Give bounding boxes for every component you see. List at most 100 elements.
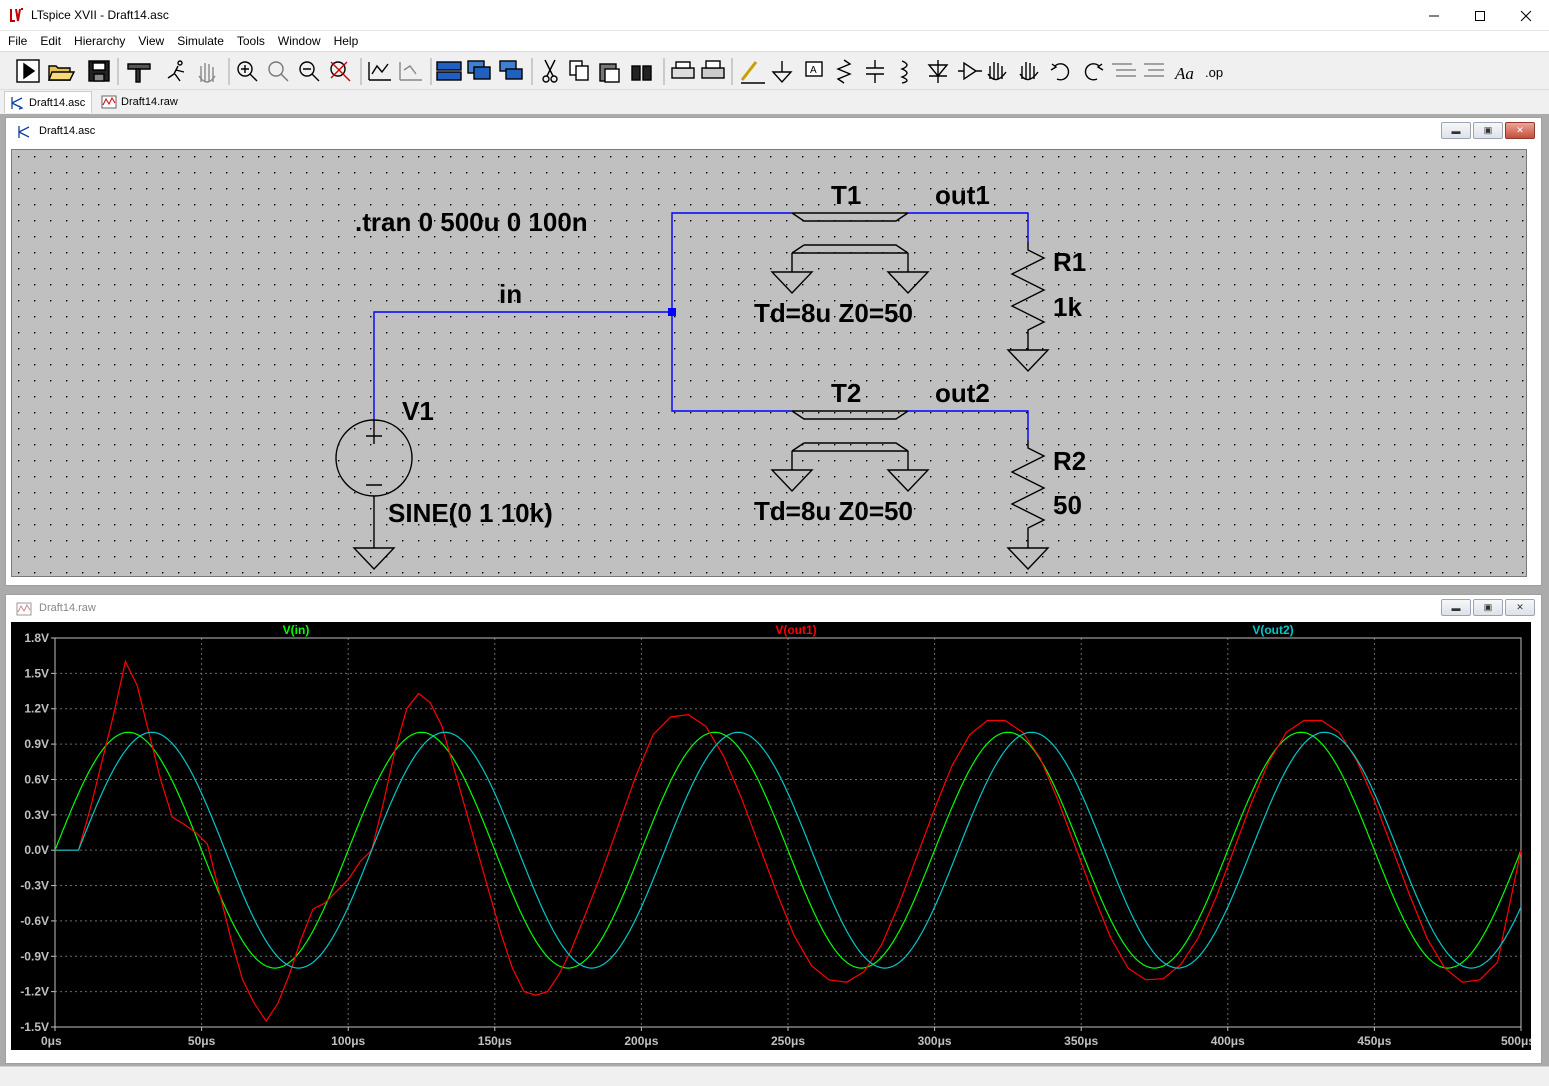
schematic-close-button[interactable]: ✕ — [1505, 122, 1535, 139]
menu-file[interactable]: File — [8, 34, 28, 48]
resistor-r1[interactable] — [1006, 242, 1050, 373]
waveform-file-icon — [101, 95, 117, 109]
redo-icon[interactable] — [1084, 63, 1104, 81]
cascade-icon[interactable] — [467, 60, 491, 80]
menu-simulate[interactable]: Simulate — [177, 34, 224, 48]
schematic-icon — [18, 126, 30, 138]
waveform-icon[interactable] — [399, 62, 422, 81]
schematic-minimize-button[interactable]: ▬ — [1441, 122, 1471, 139]
find-icon[interactable] — [631, 65, 652, 81]
minimize-button[interactable] — [1411, 0, 1457, 31]
paste-icon[interactable] — [599, 63, 620, 83]
rotate-icon[interactable] — [1112, 63, 1136, 77]
trace-vout2[interactable] — [55, 731, 1522, 969]
copy-icon[interactable] — [569, 60, 589, 81]
waveform-minimize-button[interactable]: ▬ — [1441, 599, 1471, 616]
draw-wire-icon[interactable] — [740, 61, 765, 84]
close-icon — [1520, 10, 1532, 21]
tline-t2[interactable] — [770, 410, 930, 493]
inductor-icon[interactable] — [900, 60, 908, 84]
t2-params: Td=8u Z0=50 — [754, 496, 913, 526]
waveform-file-icon — [16, 602, 32, 616]
schematic-restore-button[interactable]: ▣ — [1473, 122, 1503, 139]
resistor-r2[interactable] — [1006, 440, 1050, 571]
diode-icon[interactable] — [927, 60, 949, 83]
net-label-out1[interactable]: out1 — [935, 180, 990, 210]
x-tick-label: 50μs — [188, 1034, 216, 1048]
mirror-icon[interactable] — [1144, 63, 1164, 77]
zoom-pan-icon[interactable] — [268, 61, 289, 82]
toolbar: A Aa .op — [0, 51, 1549, 90]
autorange-icon[interactable] — [368, 62, 391, 81]
close-button[interactable] — [1503, 0, 1549, 31]
spice-directive-icon[interactable]: .op — [1205, 65, 1223, 80]
run-man-icon[interactable] — [167, 60, 185, 82]
window-title: LTspice XVII - Draft14.asc — [31, 8, 169, 22]
v1-value: SINE(0 1 10k) — [388, 498, 553, 528]
r1-value: 1k — [1053, 292, 1082, 322]
menu-help[interactable]: Help — [333, 34, 359, 48]
tab-draft14-raw[interactable]: Draft14.raw — [97, 91, 184, 113]
zoom-fit-icon[interactable] — [330, 61, 351, 82]
waveform-window-titlebar[interactable]: Draft14.raw ▬ ▣ ✕ — [6, 595, 1541, 621]
tile-horizontal-icon[interactable] — [436, 61, 462, 81]
waveform-close-button[interactable]: ✕ — [1505, 599, 1535, 616]
x-tick-label: 100μs — [331, 1034, 365, 1048]
hammer-icon[interactable] — [127, 63, 151, 83]
menu-window[interactable]: Window — [277, 34, 321, 48]
print-icon[interactable] — [701, 60, 725, 79]
menu-tools[interactable]: Tools — [236, 34, 265, 48]
maximize-button[interactable] — [1457, 0, 1503, 31]
waveform-restore-button[interactable]: ▣ — [1473, 599, 1503, 616]
svg-text:Aa: Aa — [1174, 64, 1194, 83]
net-label-in[interactable]: in — [499, 279, 522, 309]
drag-hand-icon[interactable] — [1019, 62, 1039, 81]
open-folder-icon[interactable] — [47, 65, 76, 81]
spice-directive[interactable]: .tran 0 500u 0 100n — [355, 207, 588, 237]
restore-icon: ▣ — [1483, 125, 1493, 135]
zoom-out-icon[interactable] — [299, 61, 320, 82]
legend-vout2[interactable]: V(out2) — [1252, 623, 1293, 637]
menu-hierarchy[interactable]: Hierarchy — [74, 34, 126, 48]
component-icon[interactable] — [958, 61, 982, 81]
x-tick-label: 400μs — [1211, 1034, 1245, 1048]
r1-label: R1 — [1053, 247, 1086, 277]
legend-vin[interactable]: V(in) — [283, 623, 310, 637]
mdi-workspace: Draft14.asc ▬ ▣ ✕ — [0, 114, 1549, 1066]
schematic-window: Draft14.asc ▬ ▣ ✕ — [5, 117, 1542, 586]
tab-draft14-asc[interactable]: Draft14.asc — [4, 91, 93, 113]
trace-vout1[interactable] — [55, 659, 1522, 1023]
schematic-canvas[interactable]: .tran 0 500u 0 100n in out1 out2 T1 T2 T… — [11, 149, 1528, 578]
run-icon[interactable] — [16, 59, 40, 83]
menu-view[interactable]: View — [138, 34, 165, 48]
text-icon[interactable]: Aa — [1174, 64, 1194, 83]
tline-t1[interactable] — [770, 212, 930, 295]
menu-edit[interactable]: Edit — [40, 34, 62, 48]
cut-icon[interactable] — [542, 59, 558, 83]
voltage-source-v1[interactable] — [335, 419, 413, 571]
legend-vout1[interactable]: V(out1) — [775, 623, 816, 637]
print-setup-icon[interactable] — [671, 61, 695, 79]
resistor-icon[interactable] — [836, 59, 852, 84]
schematic-drawing: .tran 0 500u 0 100n in out1 out2 T1 T2 T… — [12, 150, 1528, 578]
schematic-window-titlebar[interactable]: Draft14.asc ▬ ▣ ✕ — [6, 118, 1541, 144]
net-label-out2[interactable]: out2 — [935, 378, 990, 408]
t1-params: Td=8u Z0=50 — [754, 298, 913, 328]
toolbar-icons: A Aa .op — [16, 58, 1223, 85]
t2-label: T2 — [831, 378, 861, 408]
zoom-in-icon[interactable] — [237, 61, 258, 82]
undo-icon[interactable] — [1050, 63, 1070, 81]
move-hand-icon[interactable] — [987, 62, 1007, 81]
waveform-window-title: Draft14.raw — [39, 602, 96, 614]
x-tick-label: 450μs — [1357, 1034, 1391, 1048]
r2-label: R2 — [1053, 446, 1086, 476]
label-net-icon[interactable]: A — [805, 61, 823, 77]
save-icon[interactable] — [88, 60, 110, 82]
status-bar — [0, 1066, 1549, 1086]
y-tick-label: -0.3V — [20, 879, 49, 893]
capacitor-icon[interactable] — [866, 60, 884, 83]
tile-vertical-icon[interactable] — [499, 60, 523, 80]
ground-icon[interactable] — [771, 61, 793, 84]
hand-halt-icon[interactable] — [198, 63, 216, 83]
